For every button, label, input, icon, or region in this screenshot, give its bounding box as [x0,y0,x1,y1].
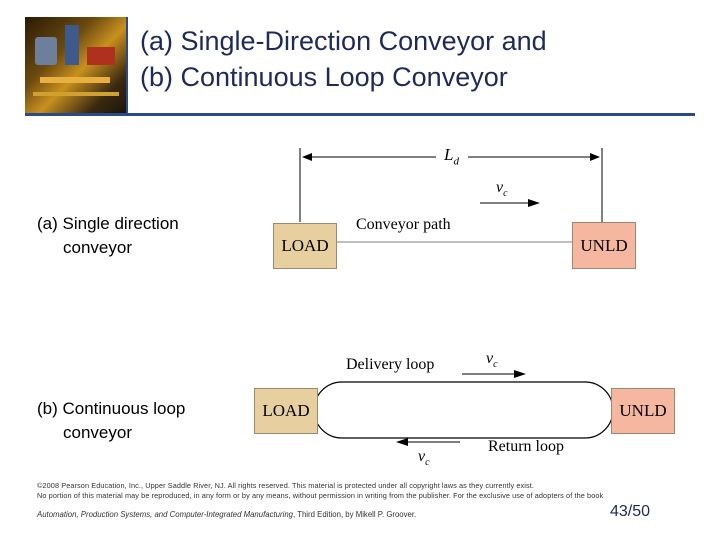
side-label-b-line1: (b) Continuous loop [37,399,186,418]
copyright-line1: ©2008 Pearson Education, Inc., Upper Sad… [37,481,534,490]
side-label-a-line1: (a) Single direction [37,214,179,233]
header-rule [25,113,695,116]
header-photo [25,17,127,114]
unload-station-a: UNLD [572,222,636,269]
continuous-loop [313,381,614,439]
side-label-b-line2: conveyor [63,423,132,442]
book-edition: , Third Edition, by Mikell P. Groover. [293,510,417,519]
ld-label: Ld [444,145,459,168]
side-label-a-line2: conveyor [63,238,132,257]
delivery-loop-label: Delivery loop [346,356,435,373]
ld-arrow-right [590,153,600,161]
slide-title-line1: (a) Single-Direction Conveyor and [140,26,547,56]
book-credit: Automation, Production Systems, and Comp… [37,510,416,519]
return-loop-label: Return loop [488,438,564,455]
copyright-line2: No portion of this material may be repro… [37,491,604,500]
load-station-a: LOAD [273,223,337,269]
conveyor-path-label: Conveyor path [356,216,451,233]
unload-station-b: UNLD [611,388,675,434]
vc-label-a: vc [496,179,508,200]
label-continuous-loop: (b) Continuous loop conveyor [37,397,185,445]
vc-label-b-top: vc [486,350,498,371]
book-title: Automation, Production Systems, and Comp… [37,510,293,519]
vc-label-b-bottom: vc [418,448,430,469]
ld-arrow-left [302,153,312,161]
page-number: 43/50 [610,503,651,520]
header-divider [126,17,128,114]
slide-title-line2: (b) Continuous Loop Conveyor [140,62,508,92]
label-single-direction: (a) Single direction conveyor [37,212,179,260]
load-station-b: LOAD [254,388,318,434]
